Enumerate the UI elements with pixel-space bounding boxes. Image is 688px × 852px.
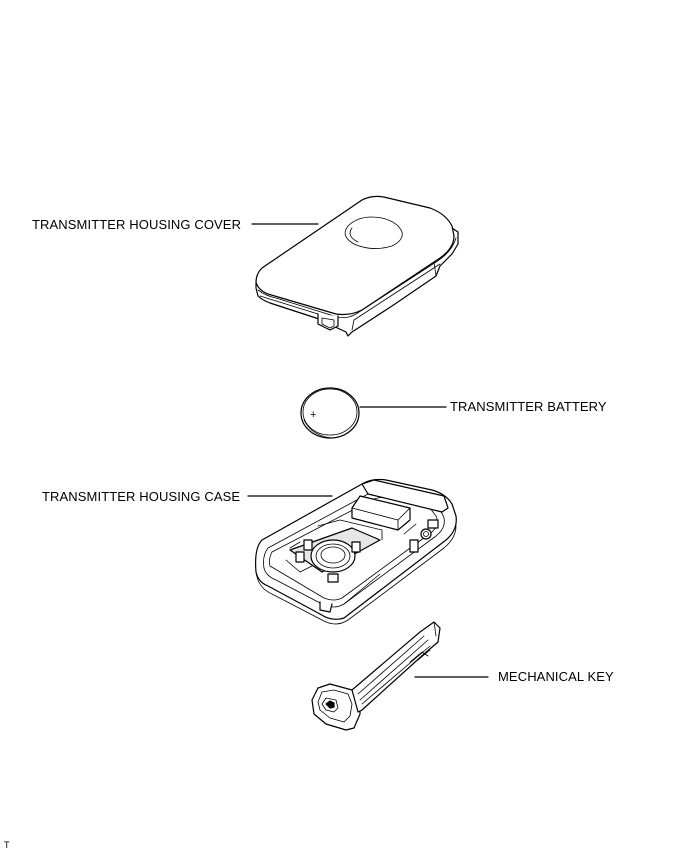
label-transmitter-battery: TRANSMITTER BATTERY bbox=[450, 399, 607, 414]
transmitter-housing-case-drawing bbox=[255, 478, 457, 625]
transmitter-battery-drawing bbox=[300, 387, 360, 439]
footer-mark: T bbox=[4, 840, 10, 850]
battery-plus-mark: + bbox=[310, 409, 317, 421]
mechanical-key-drawing bbox=[311, 621, 441, 731]
label-mechanical-key: MECHANICAL KEY bbox=[498, 669, 614, 684]
transmitter-housing-cover-drawing bbox=[255, 195, 459, 337]
label-transmitter-housing-cover: TRANSMITTER HOUSING COVER bbox=[32, 217, 242, 232]
label-transmitter-housing-case: TRANSMITTER HOUSING CASE bbox=[42, 489, 241, 504]
